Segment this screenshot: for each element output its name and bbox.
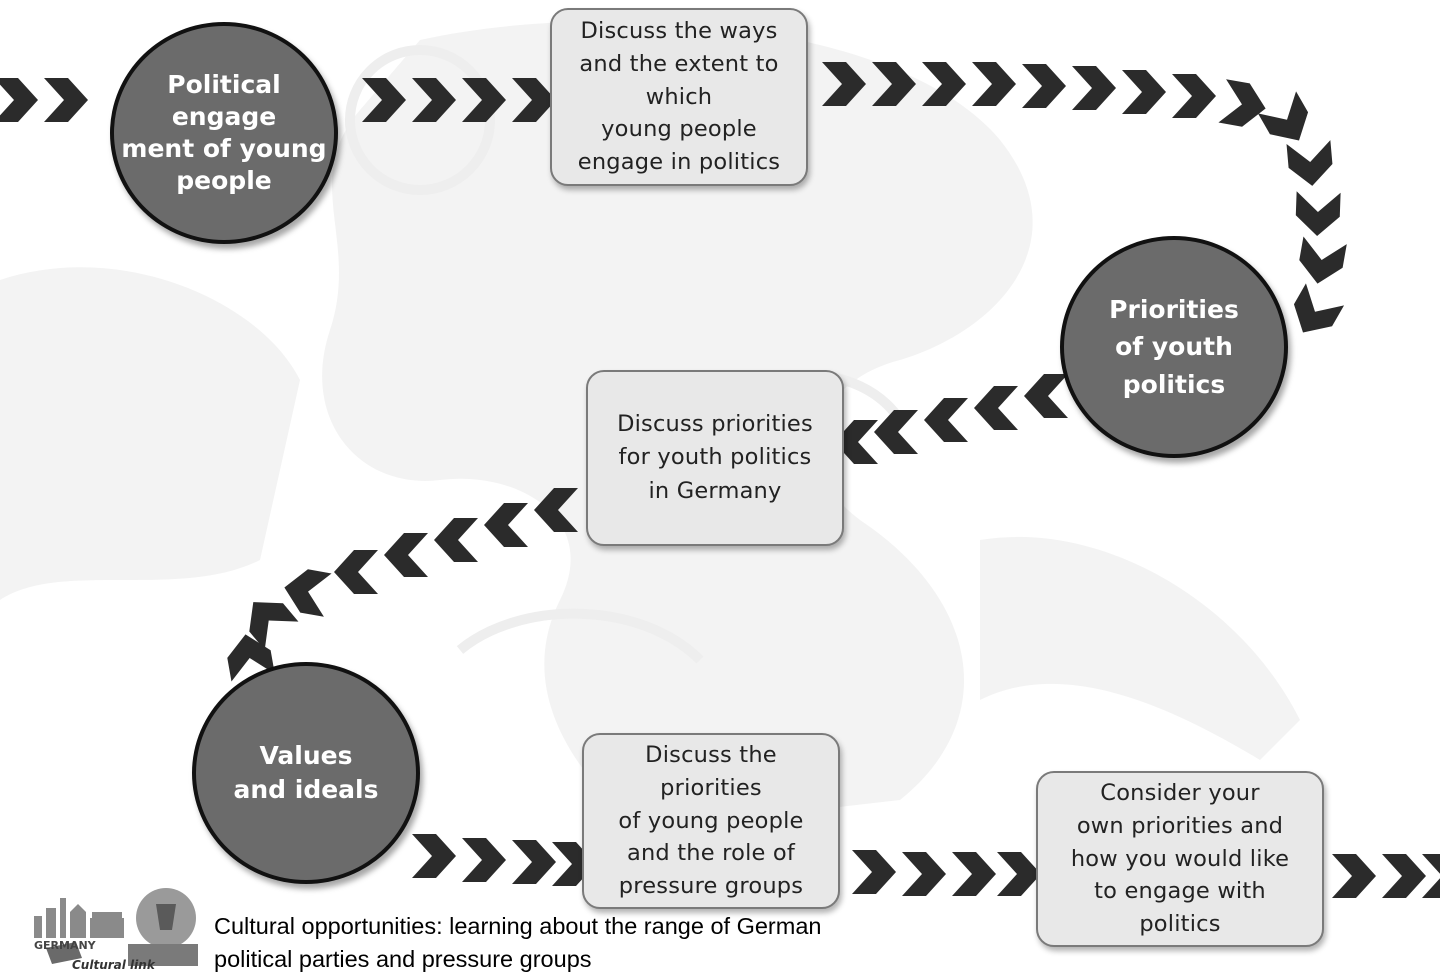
chevron-arrow-icon xyxy=(412,834,456,878)
chevron-arrow-icon xyxy=(1299,236,1347,284)
chevron-arrow-icon xyxy=(512,840,556,884)
chevron-arrow-icon xyxy=(44,78,88,122)
chevron-arrow-icon xyxy=(1172,74,1216,118)
chevron-arrow-icon xyxy=(1257,91,1309,141)
chevron-arrow-icon xyxy=(534,488,578,532)
chevron-arrow-icon xyxy=(362,78,406,122)
step-discuss-pressure-groups: Discuss the priorities of young people a… xyxy=(582,733,840,909)
chevron-arrow-icon xyxy=(512,78,556,122)
logo-text-cultural-link: Cultural link xyxy=(72,958,156,972)
caption: Cultural opportunities: learning about t… xyxy=(214,910,914,976)
step-priorities-youth-politics: Priorities of youth politics xyxy=(1060,236,1288,458)
chevron-arrow-icon xyxy=(249,602,299,650)
chevron-arrow-icon xyxy=(227,634,275,682)
chevron-arrow-icon xyxy=(384,533,428,577)
chevron-arrow-icon xyxy=(1072,66,1116,110)
step-discuss-ways: Discuss the ways and the extent to which… xyxy=(550,8,808,186)
chevron-arrow-icon xyxy=(852,850,896,894)
chevron-arrow-icon xyxy=(1332,854,1376,898)
chevron-arrow-icon xyxy=(484,503,528,547)
chevron-arrow-icon xyxy=(1024,374,1068,418)
step-discuss-priorities-germany: Discuss priorities for youth politics in… xyxy=(586,370,844,546)
step-consider-own-priorities: Consider your own priorities and how you… xyxy=(1036,771,1324,947)
chevron-arrow-icon xyxy=(1022,64,1066,108)
chevron-arrow-icon xyxy=(462,78,506,122)
logo-text-germany: GERMANY xyxy=(34,939,97,952)
chevron-arrow-icon xyxy=(462,838,506,882)
step-political-engagement: Political engage ment of young people xyxy=(110,22,338,244)
chevron-arrow-icon xyxy=(1218,79,1266,127)
chevron-arrow-icon xyxy=(902,852,946,896)
chevron-arrow-icon xyxy=(974,386,1018,430)
chevron-arrow-icon xyxy=(997,852,1041,896)
caption-line-2: political parties and pressure groups xyxy=(214,946,592,972)
chevron-arrow-icon xyxy=(1122,70,1166,114)
chevron-arrow-icon xyxy=(872,62,916,106)
step-values-ideals: Values and ideals xyxy=(192,662,420,884)
chevron-arrow-icon xyxy=(1422,854,1440,898)
caption-line-1: Cultural opportunities: learning about t… xyxy=(214,913,822,939)
cultural-link-logo: GERMANY Cultural link xyxy=(16,868,212,973)
chevron-arrow-icon xyxy=(924,398,968,442)
chevron-arrow-icon xyxy=(834,420,878,464)
chevron-arrow-icon xyxy=(0,78,38,122)
chevron-arrow-icon xyxy=(874,410,918,454)
chevron-arrow-icon xyxy=(1295,191,1341,236)
chevron-arrow-icon xyxy=(822,62,866,106)
chevron-arrow-icon xyxy=(952,852,996,896)
chevron-arrow-icon xyxy=(434,518,478,562)
chevron-arrow-icon xyxy=(1293,283,1345,333)
chevron-arrow-icon xyxy=(922,62,966,106)
chevron-arrow-icon xyxy=(334,550,378,594)
chevron-arrow-icon xyxy=(972,62,1016,106)
chevron-arrow-icon xyxy=(412,78,456,122)
chevron-arrow-icon xyxy=(1382,854,1426,898)
germany-collage-icon: GERMANY Cultural link xyxy=(34,888,198,972)
chevron-arrow-icon xyxy=(284,569,332,617)
chevron-arrow-icon xyxy=(1286,140,1333,186)
